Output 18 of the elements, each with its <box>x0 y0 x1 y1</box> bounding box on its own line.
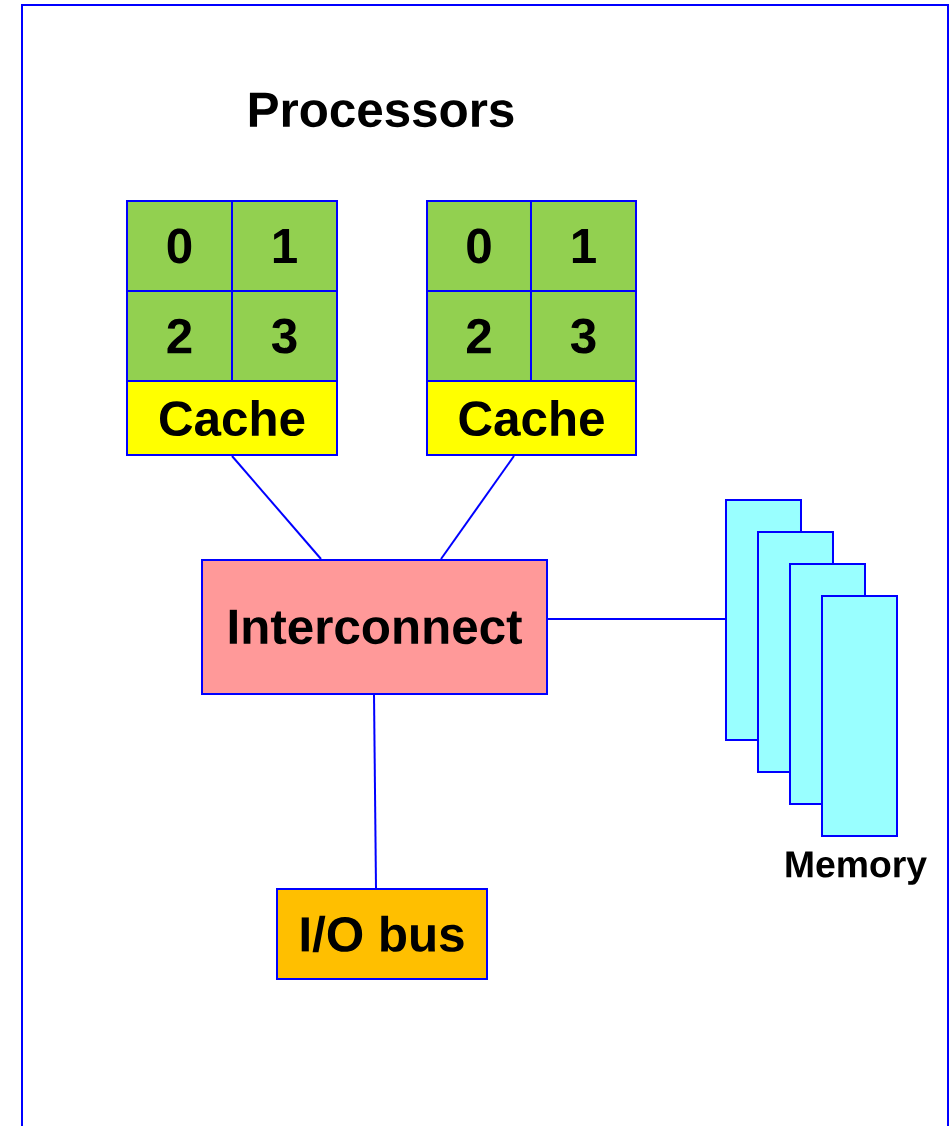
connector-line <box>373 694 377 889</box>
cache-box: Cache <box>426 380 637 456</box>
memory-label: Memory <box>786 851 927 885</box>
core-cell: 1 <box>530 200 637 292</box>
core-cell: 3 <box>231 290 338 382</box>
core-cell: 1 <box>231 200 338 292</box>
interconnect-box: Interconnect <box>201 559 548 695</box>
cache-box: Cache <box>126 380 338 456</box>
connector-line <box>547 618 726 620</box>
core-cell: 0 <box>126 200 233 292</box>
core-cell: 3 <box>530 290 637 382</box>
io-bus-box: I/O bus <box>276 888 488 980</box>
core-cell: 2 <box>426 290 532 382</box>
connector-line <box>440 455 515 560</box>
heading: Processors <box>249 92 514 128</box>
connector-line <box>231 455 322 560</box>
core-cell: 2 <box>126 290 233 382</box>
core-cell: 0 <box>426 200 532 292</box>
